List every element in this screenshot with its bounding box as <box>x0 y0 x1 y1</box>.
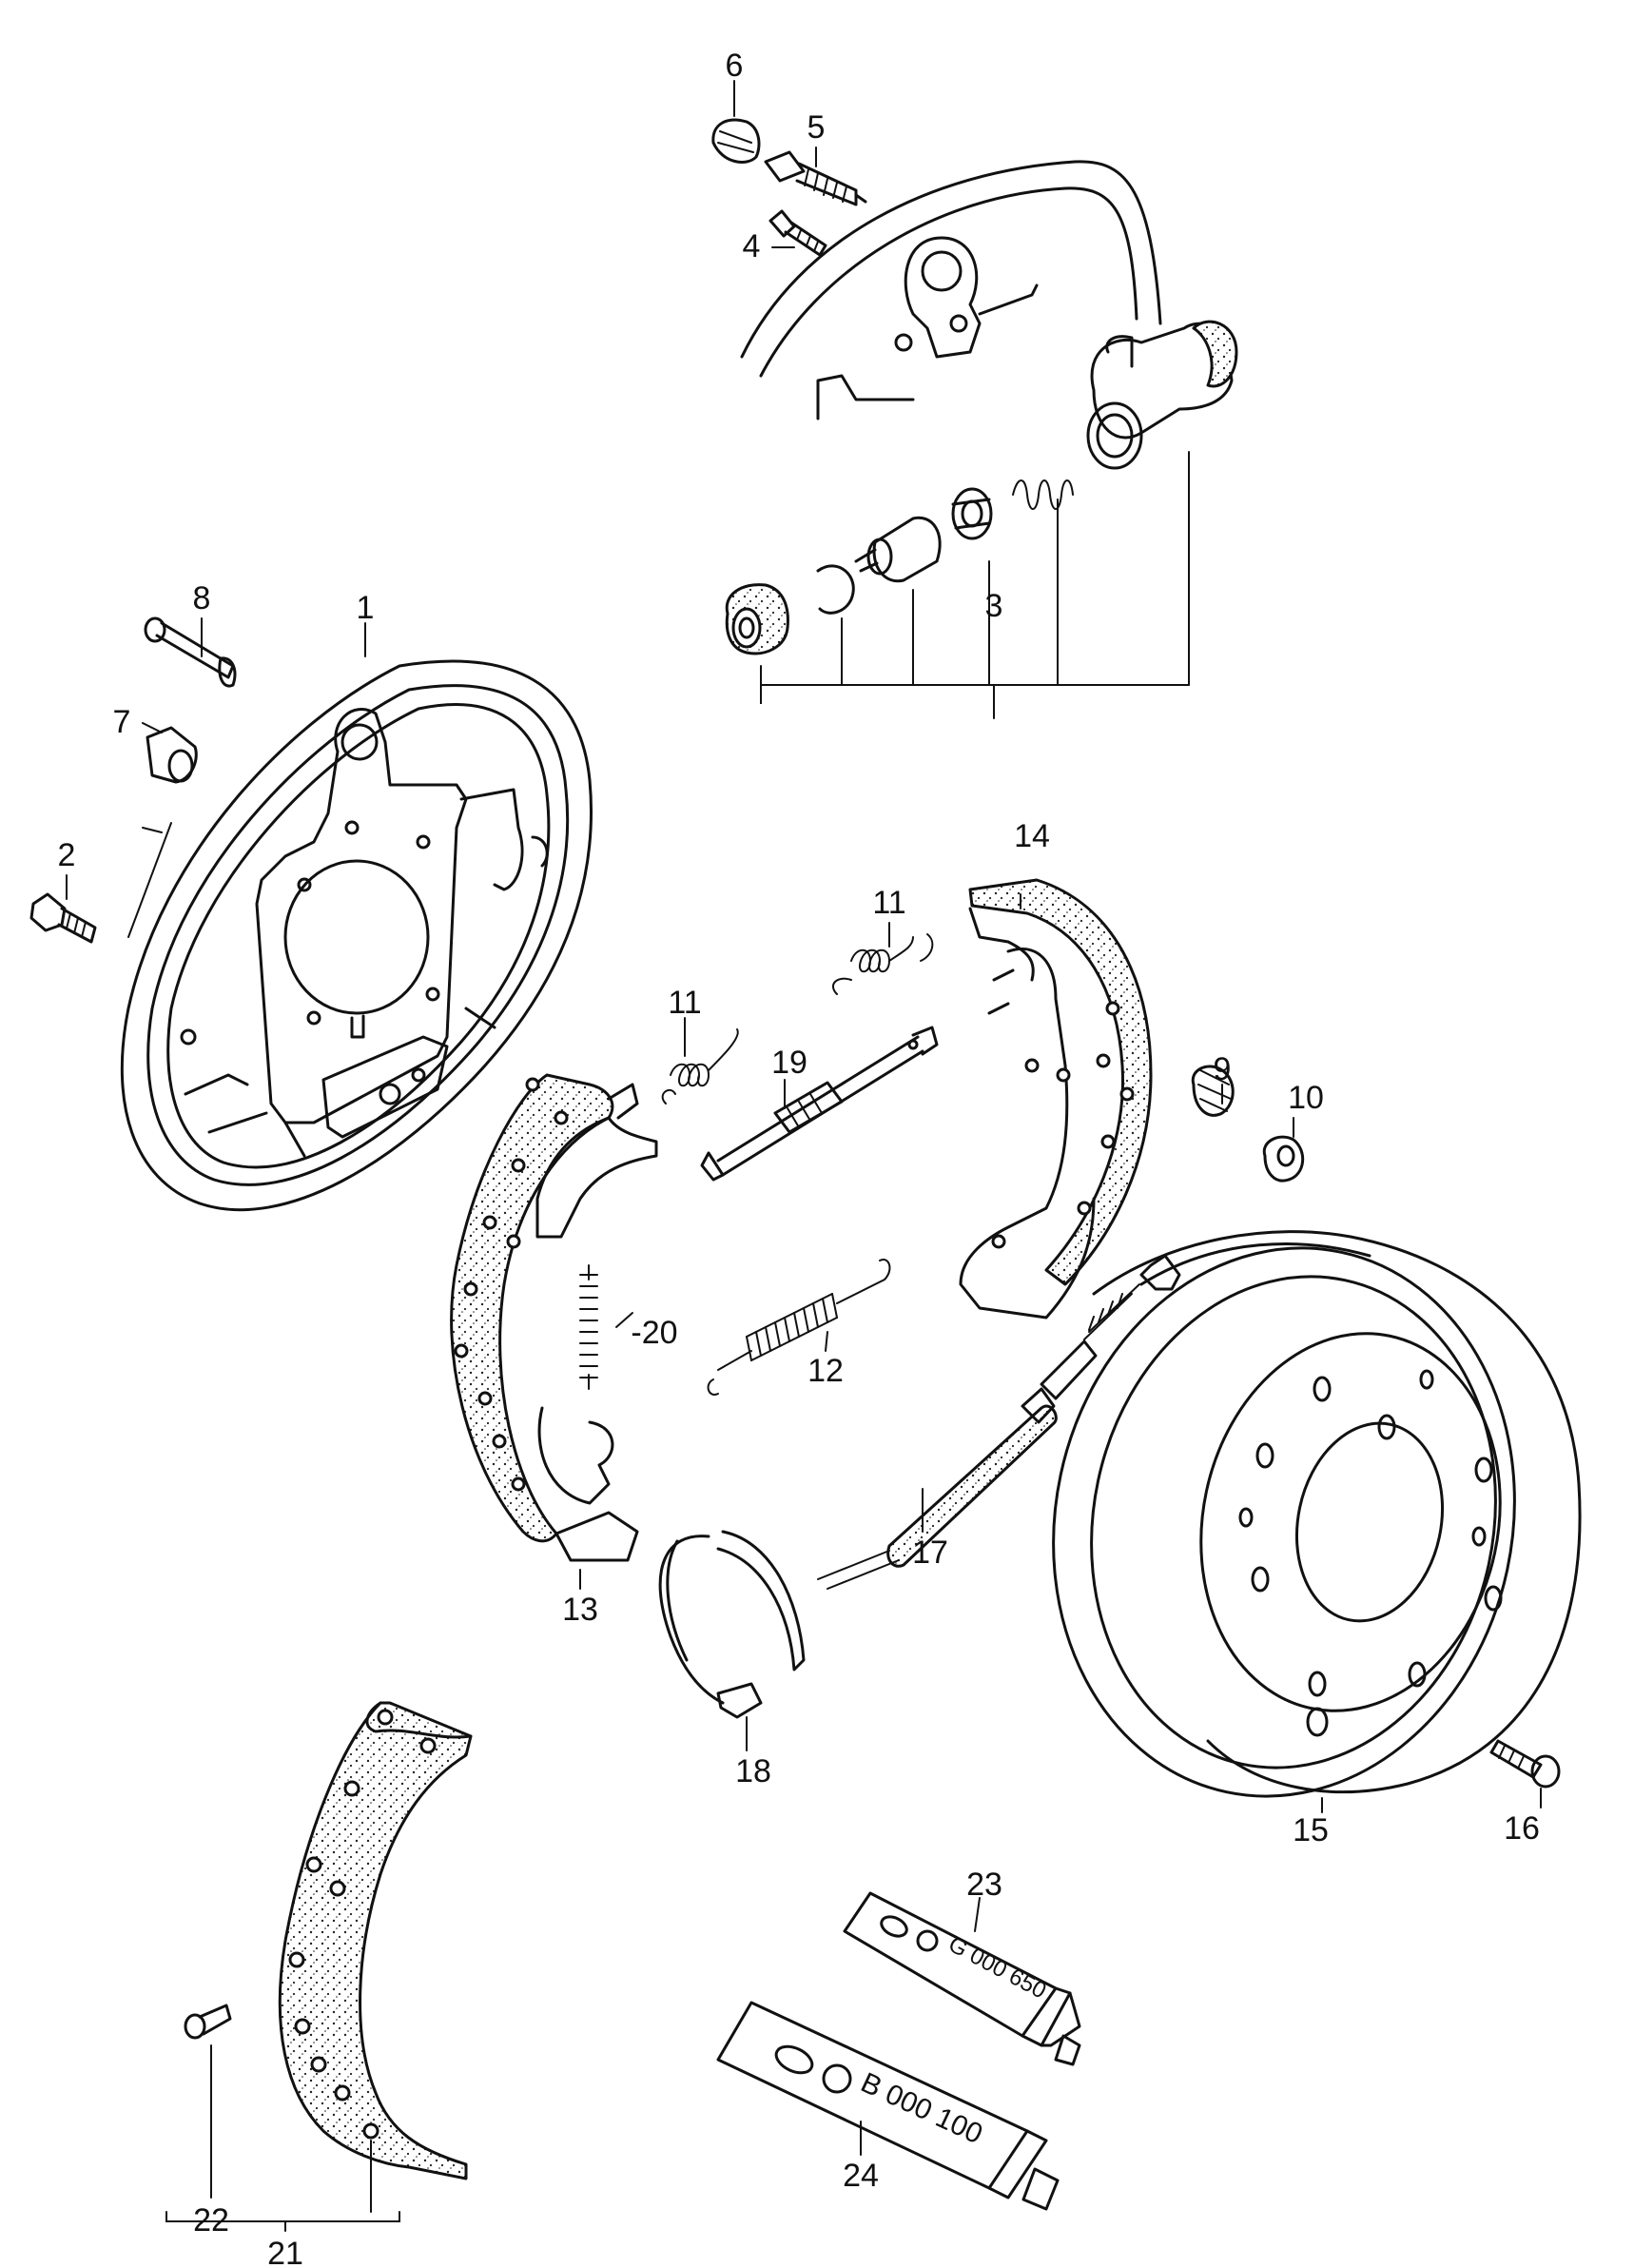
callouts: 1 2 3 4 5 6 7 8 9 10 11 11 12 13 14 15 1… <box>58 48 1540 2268</box>
handbrake-cable <box>817 1254 1181 1590</box>
callout-10: 10 <box>1288 1080 1324 1116</box>
callout-19: 19 <box>771 1045 807 1081</box>
callout-7: 7 <box>113 704 131 740</box>
bleeder-screw <box>764 150 867 206</box>
callout-3: 3 <box>985 588 1003 624</box>
return-spring-upper-left <box>661 1028 739 1105</box>
hold-down-spring <box>579 1264 598 1390</box>
leader-lines <box>66 80 1542 2232</box>
adjuster-strut <box>700 1026 939 1182</box>
callout-8: 8 <box>193 580 211 616</box>
callout-16: 16 <box>1504 1810 1540 1847</box>
callout-14: 14 <box>1014 818 1050 854</box>
drum-screw <box>1489 1739 1561 1789</box>
plug <box>146 726 198 784</box>
callout-11-left: 11 <box>668 985 701 1021</box>
backplate-upper-arc <box>740 160 1162 420</box>
pin-bolt <box>144 616 237 688</box>
callout-12: 12 <box>807 1353 844 1389</box>
cup-washer <box>1262 1135 1304 1183</box>
brake-shoe-left <box>450 1073 658 1562</box>
tube24-code: B 000 100 <box>856 2067 987 2151</box>
retaining-ring <box>658 1530 806 1719</box>
cylinder-bolt <box>768 209 827 257</box>
backing-plate <box>120 659 593 1212</box>
callout-21: 21 <box>267 2236 303 2268</box>
callout-5: 5 <box>807 109 826 146</box>
mounting-bolt <box>29 892 97 944</box>
retaining-clip <box>816 564 855 615</box>
grease-tube-24: B 000 100 <box>716 2001 1060 2211</box>
bracket-3 <box>760 451 1190 719</box>
callout-24: 24 <box>843 2158 879 2194</box>
bleeder-dust-cap <box>711 118 761 164</box>
callout-4: 4 <box>743 228 761 264</box>
wheel-cylinder-body <box>1086 320 1238 470</box>
spring-cup <box>1191 1065 1235 1117</box>
brake-shoe-right <box>959 878 1153 1320</box>
rivet <box>184 2004 232 2040</box>
brake-drum <box>1052 1230 1582 1798</box>
return-spring-upper-right <box>832 933 934 995</box>
grease-tube-23: G 000 650 <box>843 1891 1081 2066</box>
cylinder-cup <box>951 487 993 540</box>
callout-6: 6 <box>726 48 744 84</box>
callout-2: 2 <box>58 837 76 873</box>
callout-18: 18 <box>735 1753 771 1789</box>
callout-1: 1 <box>357 590 375 626</box>
callout-13: 13 <box>562 1592 598 1628</box>
brake-lining <box>278 1701 473 2180</box>
dust-boot <box>725 583 789 655</box>
callout-15: 15 <box>1293 1812 1329 1848</box>
callout-22: 22 <box>193 2202 229 2239</box>
callout-23: 23 <box>966 1867 1002 1903</box>
callout-17: 17 <box>912 1535 948 1571</box>
callout-9: 9 <box>1214 1051 1232 1087</box>
cylinder-spring <box>1012 479 1074 510</box>
tube23-code: G 000 650 <box>944 1931 1051 2004</box>
cylinder-piston <box>854 516 942 583</box>
callout-20: -20 <box>631 1315 677 1351</box>
callout-11-right: 11 <box>872 885 905 921</box>
lower-return-spring <box>707 1259 891 1396</box>
